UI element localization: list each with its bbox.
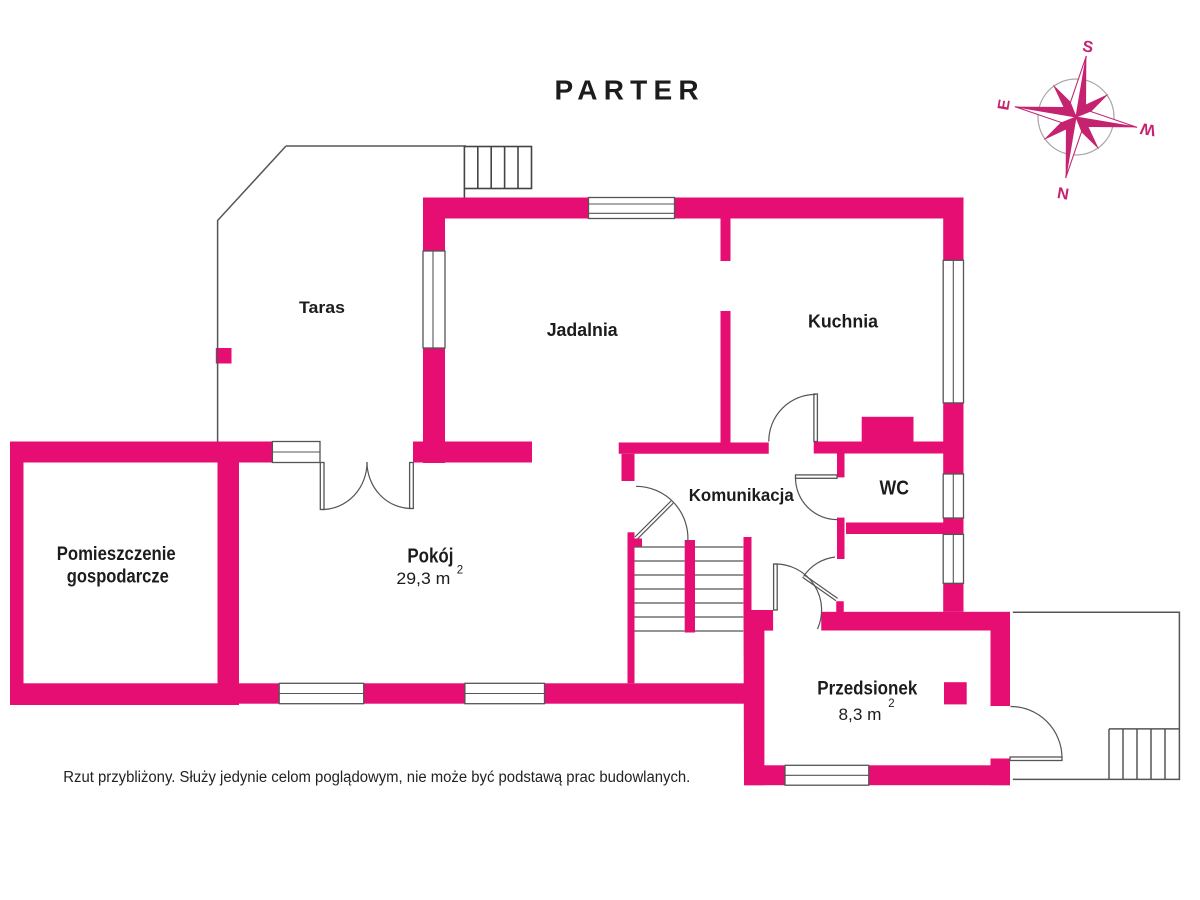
svg-text:Taras: Taras <box>299 299 345 317</box>
svg-text:Przedsionek: Przedsionek <box>817 679 917 700</box>
svg-text:2: 2 <box>888 698 894 710</box>
svg-text:N: N <box>1056 185 1070 204</box>
svg-text:8,3 m: 8,3 m <box>839 705 882 724</box>
svg-text:E: E <box>995 98 1014 112</box>
svg-text:PARTER: PARTER <box>555 75 705 106</box>
svg-text:Pomieszczenie: Pomieszczenie <box>57 544 176 565</box>
svg-text:WC: WC <box>880 476 910 499</box>
svg-text:gospodarcze: gospodarcze <box>67 566 169 587</box>
svg-text:Rzut przybliżony. Służy jedyni: Rzut przybliżony. Służy jedynie celom po… <box>63 769 690 786</box>
svg-text:Kuchnia: Kuchnia <box>808 312 879 332</box>
svg-text:Jadalnia: Jadalnia <box>547 320 619 340</box>
svg-text:29,3 m: 29,3 m <box>396 569 450 588</box>
svg-text:Komunikacja: Komunikacja <box>689 485 794 505</box>
svg-text:2: 2 <box>457 565 463 577</box>
svg-text:Pokój: Pokój <box>407 546 453 568</box>
svg-text:W: W <box>1138 119 1157 138</box>
svg-text:S: S <box>1081 38 1095 57</box>
